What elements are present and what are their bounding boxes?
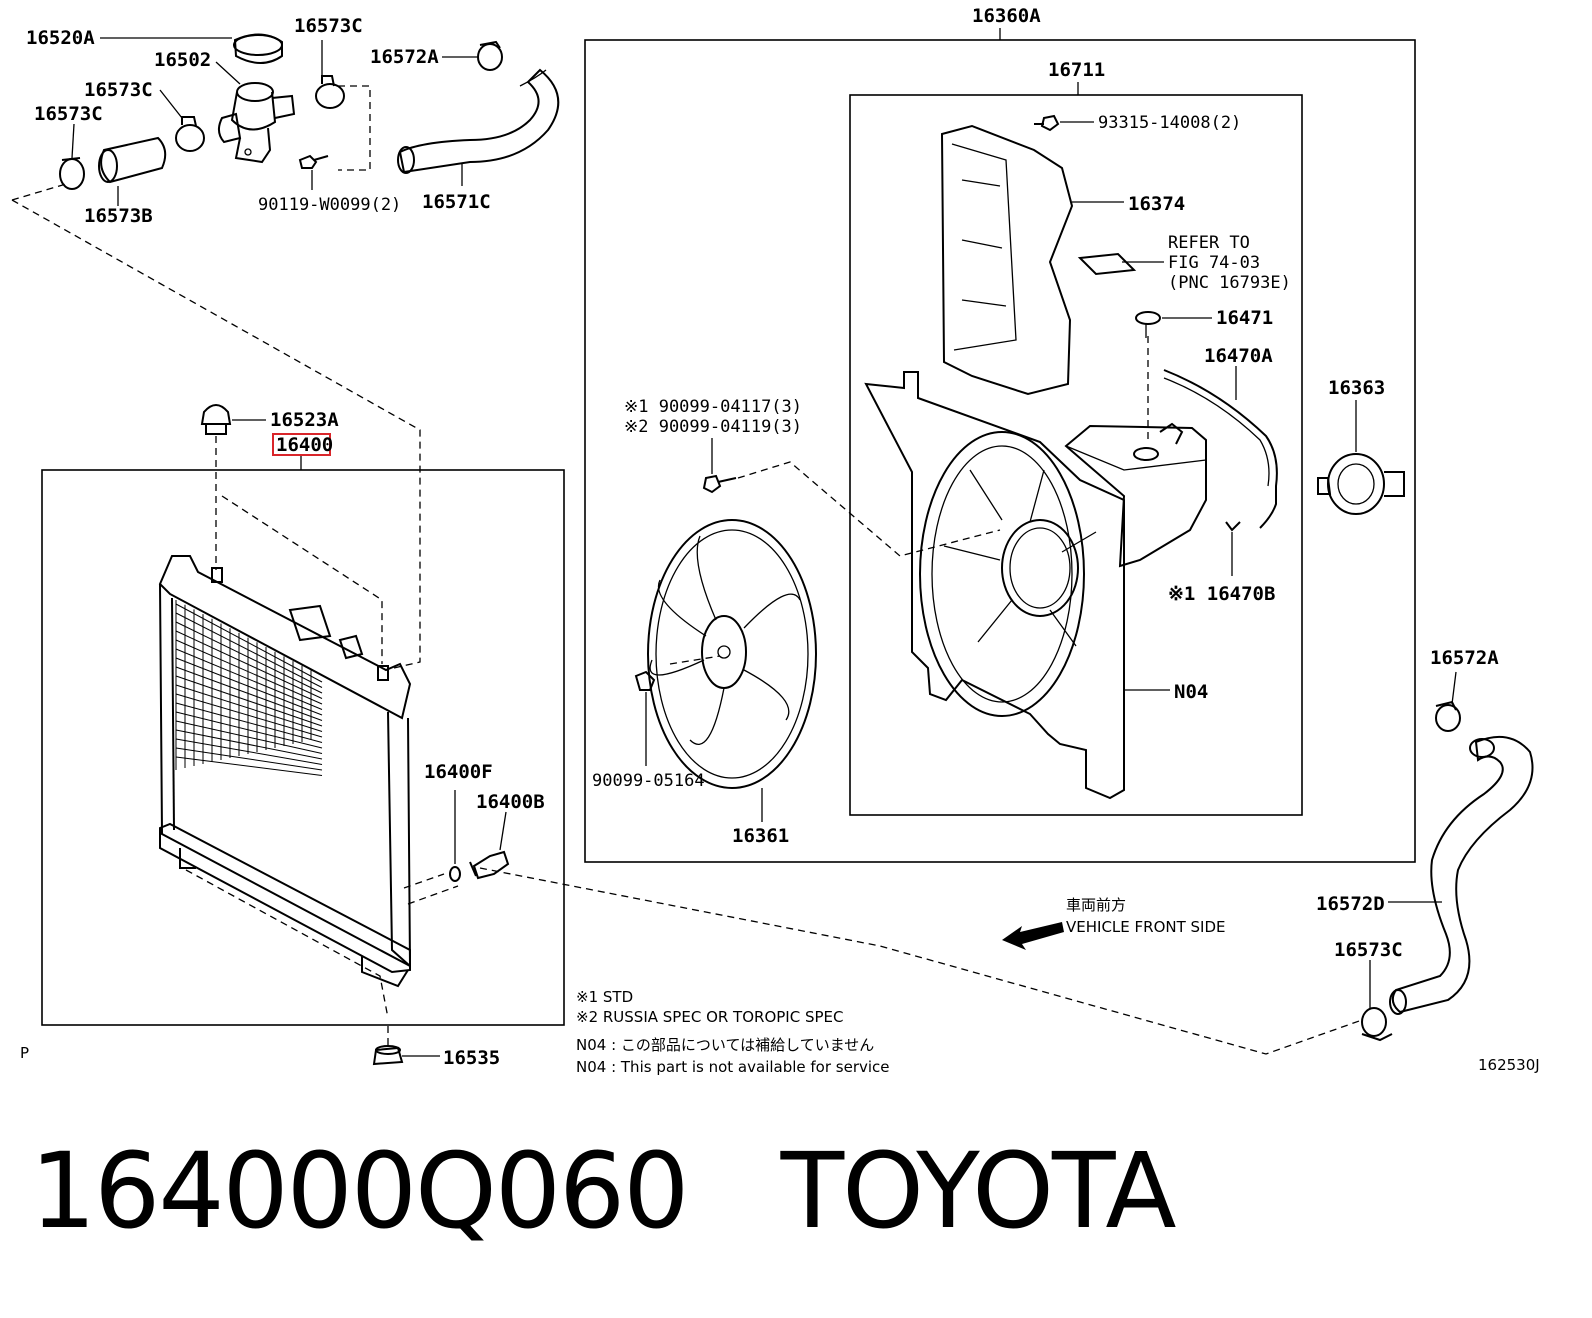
label-90119-W0099: 90119-W0099(2): [258, 195, 401, 215]
drain-cock-16400B: [469, 811, 510, 880]
label-16470B: ※1 16470B: [1168, 583, 1275, 605]
fan-shroud: [864, 371, 1170, 800]
figure-code: 162530J: [1478, 1056, 1540, 1074]
nut-90099-05164: [634, 670, 656, 766]
label-16572A-right: 16572A: [1430, 647, 1499, 669]
note-russia: ※2 RUSSIA SPEC OR TOROPIC SPEC: [576, 1008, 844, 1026]
fan-16361: [647, 519, 817, 822]
radiator-cap-group: [100, 33, 283, 64]
direction-jp: 車両前方: [1066, 896, 1126, 914]
dashed-line-left: [11, 183, 67, 201]
parts-diagram: 16520A 16502 16573C 16573C 16573C 16573B: [11, 5, 1540, 1076]
cap-16471: [1135, 311, 1212, 440]
note-std: ※1 STD: [576, 988, 633, 1006]
hose-16573B: [98, 136, 167, 206]
direction-en: VEHICLE FRONT SIDE: [1066, 918, 1226, 936]
clamp-16572A-top: [442, 40, 503, 71]
label-16573C-mid: 16573C: [84, 79, 153, 101]
label-90099-05164: 90099-05164: [592, 771, 705, 791]
caption-part-number: 164000Q060: [30, 1130, 689, 1252]
hose-16470A: [1163, 366, 1278, 529]
label-N04: N04: [1174, 681, 1208, 703]
radiator-16400: [158, 495, 459, 1019]
vehicle-front-arrow-icon: [1002, 922, 1064, 950]
label-16520A: 16520A: [26, 27, 95, 49]
label-16361: 16361: [732, 825, 789, 847]
label-16535: 16535: [443, 1047, 500, 1069]
seal-16374: [940, 124, 1124, 396]
o-ring-16400F: [449, 790, 461, 882]
label-16400F: 16400F: [424, 761, 493, 783]
dashed-hose-connector: [338, 85, 371, 171]
plug-16523A: [200, 404, 266, 435]
label-16360A: 16360A: [972, 5, 1041, 27]
fan-assembly-box-16360A: [584, 39, 1416, 863]
label-16400: 16400: [276, 434, 333, 456]
shroud-box-16711: [849, 94, 1303, 816]
dashed-line-top-to-radiator: [11, 199, 421, 669]
highlight-box-16400: [272, 433, 331, 456]
note-n04-en: N04 : This part is not available for ser…: [576, 1058, 890, 1076]
label-16711: 16711: [1048, 59, 1105, 81]
bolt-90119: [298, 154, 329, 190]
clamp-16573C-top: [315, 40, 345, 109]
refer-line-2: FIG 74-03: [1168, 253, 1260, 273]
fan-motor-16363: [1317, 400, 1405, 515]
label-16572D: 16572D: [1316, 893, 1385, 915]
label-16573C-left: 16573C: [34, 103, 103, 125]
label-16573C-top: 16573C: [294, 15, 363, 37]
label-16470A: 16470A: [1204, 345, 1273, 367]
caution-label-ref: [1077, 252, 1164, 276]
label-16502: 16502: [154, 49, 211, 71]
label-bolt-1: ※1 90099-04117(3): [624, 397, 802, 417]
clamp-16572A-right: [1435, 671, 1461, 732]
clamp-16573C-left: [59, 123, 85, 190]
label-16571C: 16571C: [422, 191, 491, 213]
label-16400B: 16400B: [476, 791, 545, 813]
letter-P: P: [20, 1044, 29, 1062]
label-16573B: 16573B: [84, 205, 153, 227]
dashed-line-bottom-hose: [479, 867, 1363, 1055]
label-16573C-right: 16573C: [1334, 939, 1403, 961]
clamp-16573C-mid: [159, 89, 205, 152]
refer-line-3: (PNC 16793E): [1168, 273, 1291, 293]
water-inlet-16502: [215, 61, 296, 164]
label-16523A: 16523A: [270, 409, 339, 431]
clamp-16573C-right: [1361, 960, 1393, 1042]
clip-16470B: [1225, 521, 1241, 576]
label-16374: 16374: [1128, 193, 1185, 215]
radiator-box: [41, 469, 565, 1026]
label-16572A-top: 16572A: [370, 46, 439, 68]
note-n04-jp: N04 : この部品については補給していません: [576, 1036, 874, 1054]
bolt-90099-0411x: [702, 438, 1001, 557]
label-93315-14008: 93315-14008(2): [1098, 113, 1241, 133]
hose-16572D: [1388, 735, 1534, 1015]
label-16471: 16471: [1216, 307, 1273, 329]
cushion-16535: [372, 1026, 440, 1066]
part-caption: 164000Q060 TOYOTA: [30, 1130, 1177, 1252]
label-bolt-2: ※2 90099-04119(3): [624, 417, 802, 437]
refer-line-1: REFER TO: [1168, 233, 1250, 253]
label-16363: 16363: [1328, 377, 1385, 399]
bolt-93315: [1034, 114, 1094, 132]
hose-16571C: [397, 68, 560, 186]
radiator-core-grid: [175, 600, 323, 776]
reservoir-tank: [1064, 422, 1207, 568]
caption-brand: TOYOTA: [780, 1130, 1177, 1252]
